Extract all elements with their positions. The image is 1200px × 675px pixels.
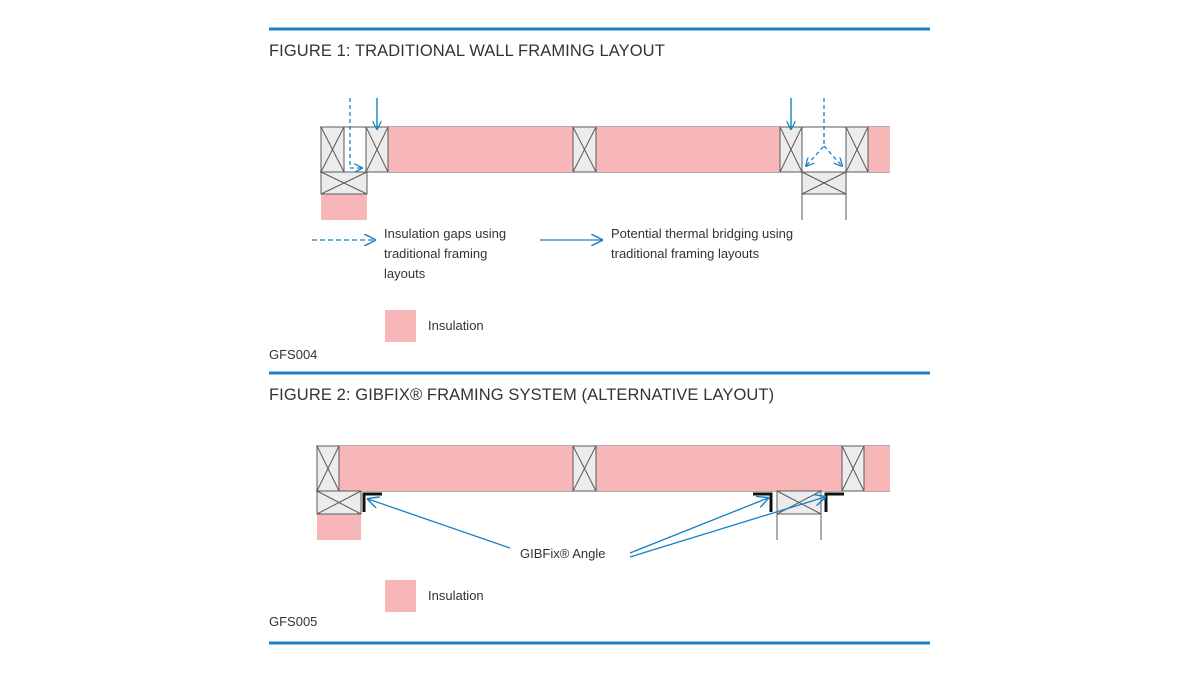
legend-insulation-label: Insulation <box>428 318 484 333</box>
legend-bridging-line: traditional framing layouts <box>611 246 760 261</box>
figure2-title: FIGURE 2: GIBFIX® FRAMING SYSTEM (ALTERN… <box>269 386 775 404</box>
insulation-batt <box>868 127 890 172</box>
gap-arrow <box>806 98 825 166</box>
legend-gaps-label: Insulation gaps using traditional framin… <box>384 224 506 284</box>
gibfix-angle-label: GIBFix® Angle <box>520 546 606 561</box>
legend-insulation-swatch <box>385 310 416 342</box>
angle-pointer-arrow <box>629 497 825 558</box>
angle-pointer-arrow <box>629 498 768 554</box>
stud <box>316 445 340 492</box>
figure1-title: FIGURE 1: TRADITIONAL WALL FRAMING LAYOU… <box>269 42 665 60</box>
legend-gaps-line: layouts <box>384 266 426 281</box>
gibfix-angle <box>824 492 844 512</box>
gibfix-angle <box>362 492 382 512</box>
stud <box>365 126 389 173</box>
insulation-batt <box>317 514 361 540</box>
stud <box>841 445 865 492</box>
figure1-wall <box>320 98 890 220</box>
gap-arrow <box>349 98 362 168</box>
stud <box>572 126 597 173</box>
insulation-batt <box>596 127 780 172</box>
gap-arrow <box>823 145 842 166</box>
corner-stud <box>320 171 368 195</box>
insulation-batt <box>864 446 890 491</box>
legend-gaps-line: traditional framing <box>384 246 488 261</box>
gibfix-angle <box>753 492 773 512</box>
corner-stud <box>316 490 362 515</box>
insulation-batt <box>321 194 367 220</box>
legend-insulation-swatch <box>385 580 416 612</box>
figure2-wall <box>316 445 890 558</box>
insulation-batt <box>596 446 842 491</box>
legend-insulation-label: Insulation <box>428 588 484 603</box>
stud <box>320 126 345 173</box>
t-junction-stud <box>801 171 847 195</box>
insulation-batt <box>388 127 573 172</box>
insulation-batt <box>339 446 573 491</box>
figure2-code: GFS005 <box>269 614 318 629</box>
angle-pointer-arrow <box>368 499 511 549</box>
stud <box>845 126 869 173</box>
legend-bridging-line: Potential thermal bridging using <box>611 226 794 241</box>
figure1-code: GFS004 <box>269 347 318 362</box>
stud <box>572 445 597 492</box>
stud <box>779 126 803 173</box>
t-junction-stud <box>776 490 822 515</box>
legend-bridging-label: Potential thermal bridging using traditi… <box>611 224 793 264</box>
legend-gaps-line: Insulation gaps using <box>384 226 507 241</box>
